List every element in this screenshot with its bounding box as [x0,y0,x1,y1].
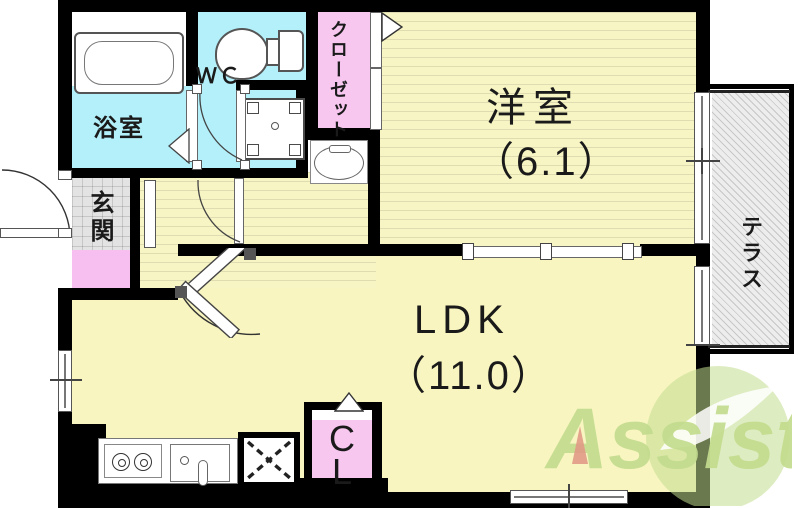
sliding-door-knob-right [622,243,634,260]
wall-right-upper [696,0,710,92]
ldk-label: LDK [414,298,510,342]
yoshitsu-ldk-sliding-door[interactable] [464,246,642,258]
washpan-drain [271,122,279,130]
washroom-door-hinge-top [192,84,202,94]
wall-bath-wc-divider [186,0,198,86]
wall-yoshitsu-bottom-left [368,244,464,256]
wall-cl-left [304,402,312,492]
wall-yoshitsu-left [368,128,380,256]
cl-closet-label-line2: L [331,451,353,493]
yoshitsu-label: 洋室 [486,86,580,130]
sliding-door-knob-left [462,243,474,260]
yoshitsu-area-label: （6.1） [474,140,620,184]
terrace-wall-inner-bottom [708,345,790,348]
closet-open-marker-icon [381,12,403,42]
yoshitsu-floor [380,12,696,248]
gas-burner-right [134,453,152,471]
wall-left-upper [58,0,72,176]
hallway-floor [140,172,376,288]
wall-washroom-bottom [58,168,306,178]
yoshitsu-window-tick [686,160,720,162]
terrace-wall-right [789,84,794,354]
wall-genkan-bottom [58,288,178,300]
bathroom-door-fold-icon [168,128,190,164]
kitchen-faucet [198,460,208,486]
kitchen-sink-drain [180,456,189,465]
closet-label: クローゼット [328,20,348,140]
hallway-door-panel[interactable] [234,178,244,244]
ldk-window-mullion [701,270,703,342]
wall-right-mid [696,242,710,266]
terrace-wall-bottom [702,349,794,354]
washpan-corner-bl [247,144,259,156]
wall-right-lower [696,344,710,508]
washing-machine-pan [243,98,305,160]
vanity-faucet [329,145,351,153]
cl-closet-floor [310,406,374,492]
wall-yoshitsu-bottom-right [640,244,698,256]
ldk-entry-door[interactable] [172,248,282,338]
ldk-area-label: （11.0） [386,354,553,398]
washpan-corner-tr [289,102,301,114]
gas-burner-left [112,453,130,471]
washroom-door-jamb-bottom [240,160,250,170]
wc-label: ＷＣ [196,65,242,88]
cl-closet-label: C L [312,418,372,493]
entrance-door-hinge-bottom [58,228,72,238]
wall-closet-bottom [306,128,380,140]
wall-genkan-right [130,168,140,300]
terrace-wall-top [702,84,794,89]
washroom-door-jamb-top [240,84,250,94]
terrace-floor [712,92,790,346]
genkan-floor [72,176,140,250]
washroom-door-hinge-bottom [192,160,202,170]
shoe-box [72,250,140,292]
ldk-window-tick [686,344,720,346]
toilet-tank [278,30,304,72]
terrace-label: テラス [738,215,763,293]
wall-top [58,0,710,12]
genkan-inner-door[interactable] [144,180,156,248]
wall-closet-left [306,0,318,140]
gas-burner-right-center [140,459,148,467]
sliding-door-knob-center [540,243,552,260]
cl-closet-open-marker-icon [334,392,364,412]
bathtub-inner [84,41,174,85]
wall-wc-bottom [236,80,308,90]
bathroom-floor [72,86,196,172]
entrance-door-hinge-top [58,170,72,180]
washpan-corner-br [289,144,301,156]
genkan-label: 玄関 [86,190,113,246]
washpan-corner-tl [247,102,259,114]
bathtub [74,32,184,94]
entrance-door-swing-arc [1,169,71,239]
washer-space-x-icon [246,440,292,480]
gas-burner-left-center [118,459,126,467]
closet-door-leaf-lower [370,68,382,130]
washroom-door-swing-arc [199,91,243,161]
yoshitsu-window-tick-v [701,148,703,174]
closet-floor [316,12,370,132]
terrace-wall-inner-top [708,90,790,93]
ldk-bottom-window-tick [568,484,570,508]
ldk-left-window-tick [50,379,82,381]
ldk-left-window-mullion [64,354,66,408]
wall-cl-right [372,402,382,492]
bathroom-label: 浴室 [93,115,145,142]
cl-closet-label-line1: C [329,418,355,459]
hallway-door-swing-arc [197,179,241,243]
cl-closet-lintel [312,410,372,420]
